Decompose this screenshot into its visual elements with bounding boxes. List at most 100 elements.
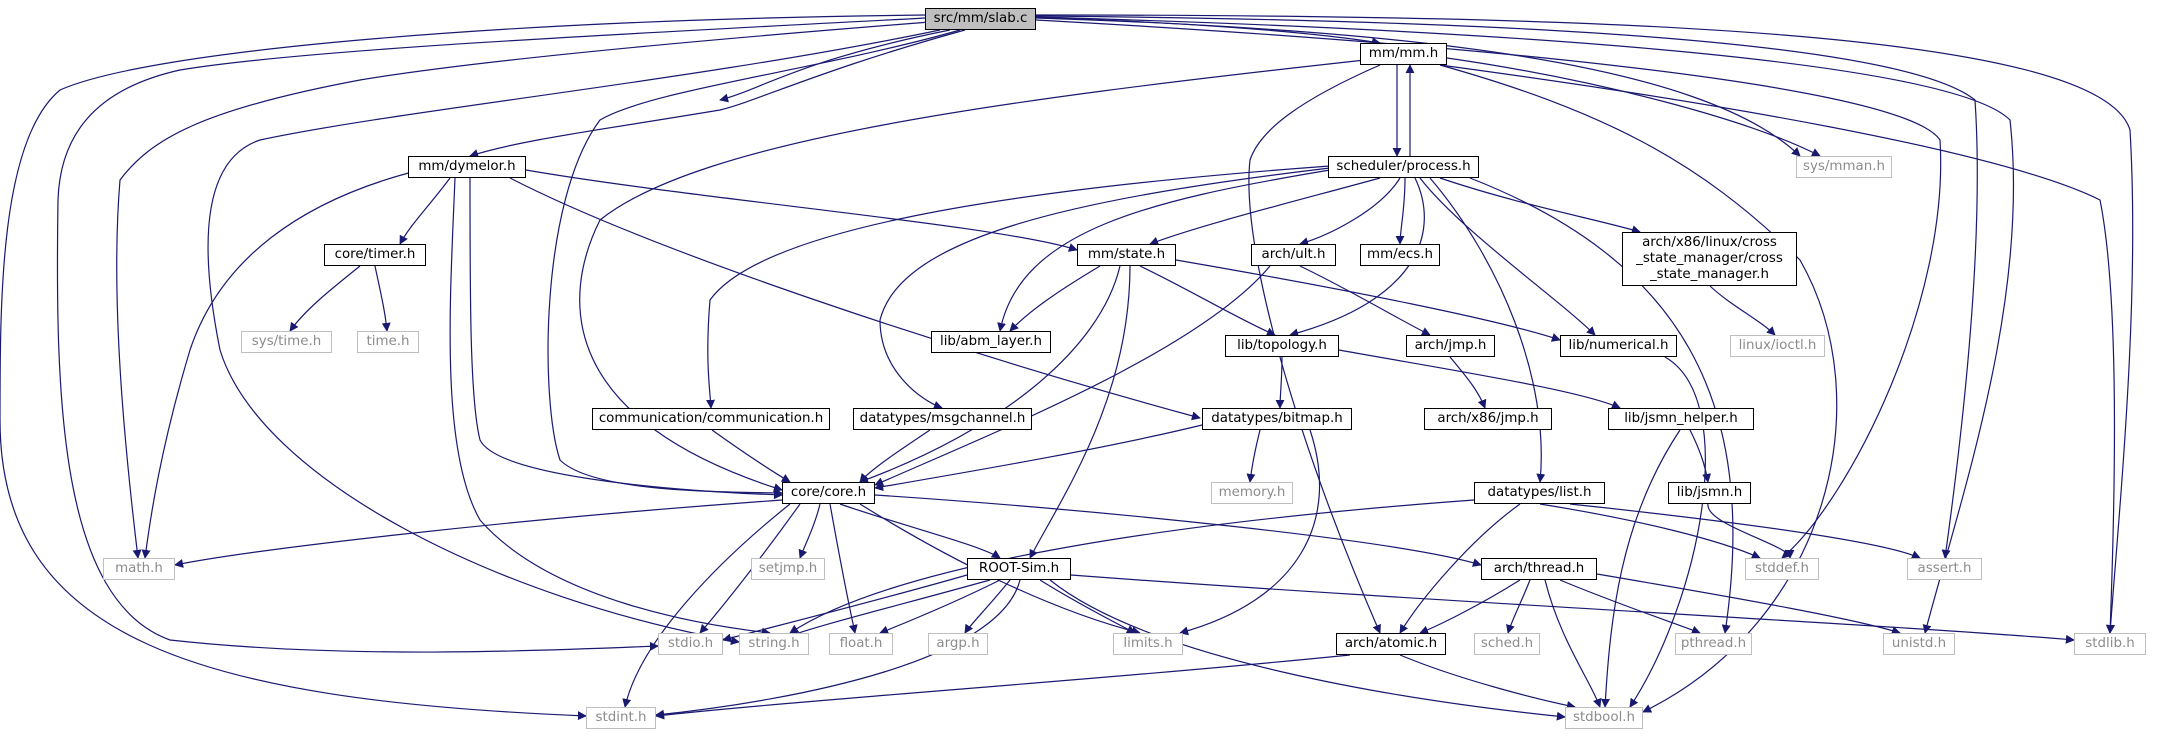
include-edge-from-rootsim: [1070, 574, 2075, 644]
node-label: lib/topology.h: [1237, 338, 1327, 353]
node-label: unistd.h: [1891, 636, 1947, 651]
include-edge-from-process: [1395, 177, 1406, 245]
include-edge-from-state: [1029, 265, 1131, 559]
node-unistd-h: unistd.h: [1883, 633, 1955, 655]
node-arch-thread-h[interactable]: arch/thread.h: [1481, 558, 1597, 580]
node-arch-x86-jmp-h[interactable]: arch/x86/jmp.h: [1424, 408, 1552, 430]
include-edge-from-timer: [289, 265, 361, 332]
include-edge-from-jsmnh: [1689, 429, 1712, 483]
include-edge-from-process: [1299, 177, 1401, 246]
node-arch-jmp-h[interactable]: arch/jmp.h: [1406, 335, 1495, 357]
node-label: arch/x86/jmp.h: [1437, 411, 1539, 426]
node-lib-numerical-h[interactable]: lib/numerical.h: [1560, 335, 1677, 357]
include-edge-from-slab: [469, 29, 966, 158]
node-root-sim-h[interactable]: ROOT-Sim.h: [967, 558, 1071, 580]
node-label: sched.h: [1480, 636, 1534, 651]
include-edge-from-topology: [1275, 356, 1285, 409]
include-edge-from-rootsim: [655, 579, 1021, 719]
node-label: mm/state.h: [1087, 247, 1166, 262]
node-label: mm/ecs.h: [1367, 247, 1433, 262]
node-arch-ult-h[interactable]: arch/ult.h: [1251, 244, 1336, 266]
include-edge-from-atomic: [1399, 654, 1576, 710]
include-edge-from-state: [1139, 265, 1276, 336]
node-setjmp-h: setjmp.h: [751, 558, 825, 580]
node-core-timer-h[interactable]: core/timer.h: [324, 244, 426, 266]
include-edge-from-process: [1469, 177, 1734, 634]
node-stdlib-h: stdlib.h: [2074, 633, 2146, 655]
include-edge-from-comm: [711, 429, 791, 483]
include-edge-from-process: [1429, 177, 1546, 483]
node-stdint-h: stdint.h: [586, 707, 656, 729]
include-edge-from-process: [1419, 177, 1596, 336]
node-label: memory.h: [1218, 485, 1286, 500]
include-edge-from-process: [706, 165, 1331, 409]
node-scheduler-process-h[interactable]: scheduler/process.h: [1328, 156, 1479, 178]
node-label: stdbool.h: [1572, 710, 1636, 725]
node-label: arch/jmp.h: [1414, 338, 1487, 353]
node-label: core/timer.h: [334, 247, 416, 262]
include-edge-from-core: [839, 503, 1001, 559]
node-sched-h: sched.h: [1474, 633, 1540, 655]
node-label: sys/time.h: [251, 334, 322, 349]
node-mm-state-h[interactable]: mm/state.h: [1077, 244, 1176, 266]
node-datatypes-list-h[interactable]: datatypes/list.h: [1474, 482, 1605, 504]
include-edge-from-dymelor: [399, 177, 451, 245]
include-edge-from-slab: [1035, 14, 2134, 634]
node-lib-jsmn-helper-h[interactable]: lib/jsmn_helper.h: [1608, 408, 1754, 430]
include-edge-from-jsmnh: [1600, 429, 1681, 708]
node-label: sys/mman.h: [1803, 159, 1885, 174]
include-edge-from-thread: [1544, 579, 1602, 708]
node-label: mm/dymelor.h: [418, 159, 516, 174]
include-edge-from-jmp: [1449, 356, 1487, 409]
include-edge-from-core: [874, 494, 1482, 567]
node-label: scheduler/process.h: [1336, 159, 1471, 174]
node-communication-h[interactable]: communication/communication.h: [592, 408, 830, 430]
include-edge-from-csm: [1709, 285, 1776, 336]
include-edge-from-msgch: [859, 429, 931, 483]
include-edge-from-dymelor: [525, 169, 1078, 252]
node-label: datatypes/bitmap.h: [1211, 411, 1343, 426]
node-mm-ecs-h[interactable]: mm/ecs.h: [1360, 244, 1440, 266]
include-edge-from-slab: [1035, 19, 1942, 559]
include-edge-from-slab: [1035, 15, 1978, 559]
node-memory-h: memory.h: [1211, 482, 1293, 504]
node-mm-dymelor-h[interactable]: mm/dymelor.h: [408, 156, 526, 178]
include-edge-from-jsmn: [1707, 503, 1795, 559]
node-lib-abm-layer-h[interactable]: lib/abm_layer.h: [931, 331, 1051, 353]
node-label: limits.h: [1123, 636, 1173, 651]
include-edge-from-slab: [1035, 16, 2015, 634]
include-edge-from-thread: [1419, 579, 1521, 635]
node-label: stdint.h: [595, 710, 647, 725]
node-mm-h[interactable]: mm/mm.h: [1360, 43, 1447, 65]
node-arch-atomic-h[interactable]: arch/atomic.h: [1336, 633, 1446, 655]
node-lib-topology-h[interactable]: lib/topology.h: [1225, 335, 1339, 357]
node-label: time.h: [366, 334, 410, 349]
include-edge-from-core: [699, 503, 801, 634]
node-core-core-h[interactable]: core/core.h: [782, 482, 875, 504]
node-label: mm/mm.h: [1368, 46, 1439, 61]
include-edge-from-mm: [579, 59, 1366, 492]
include-edge-from-process: [997, 169, 1331, 332]
include-edge-from-slab: [56, 17, 927, 653]
include-edge-from-core: [859, 503, 1141, 636]
include-edge-from-numerical: [1629, 356, 1706, 708]
include-edge-from-rootsim: [964, 579, 1011, 634]
node-stdbool-h: stdbool.h: [1565, 707, 1643, 729]
node-stddef-h: stddef.h: [1745, 558, 1819, 580]
node-label: stddef.h: [1755, 561, 1809, 576]
node-label: lib/numerical.h: [1568, 338, 1669, 353]
node-cross-state-manager-h[interactable]: arch/x86/linux/cross _state_manager/cros…: [1622, 232, 1797, 286]
node-datatypes-msgchannel-h[interactable]: datatypes/msgchannel.h: [853, 408, 1032, 430]
include-edge-from-mm: [1439, 64, 1838, 713]
include-edge-from-list: [1539, 503, 1761, 559]
node-label: src/mm/slab.c: [933, 11, 1028, 26]
node-lib-jsmn-h[interactable]: lib/jsmn.h: [1668, 482, 1751, 504]
node-label: assert.h: [1917, 561, 1972, 576]
node-datatypes-bitmap-h[interactable]: datatypes/bitmap.h: [1202, 408, 1352, 430]
include-edge-from-state: [1175, 259, 1561, 342]
node-label: stdio.h: [667, 636, 714, 651]
node-label: arch/thread.h: [1493, 561, 1585, 576]
node-label: arch/ult.h: [1261, 247, 1326, 262]
